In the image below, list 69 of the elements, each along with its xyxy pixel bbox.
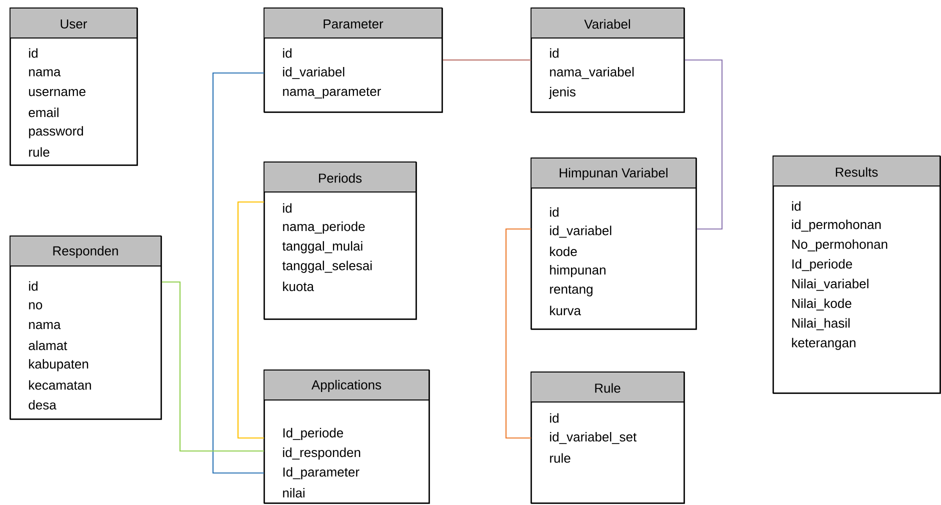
table-title: Parameter [324,19,384,29]
field-name: nilai [283,488,304,498]
connector-line [684,59,723,230]
field-name: username [29,89,86,96]
field-name: id [283,48,292,58]
table-box [10,236,162,420]
field-name: nama_parameter [283,87,381,99]
field-name: Nilai_hasil [792,318,850,330]
table-title: Variabel [584,19,630,29]
table-box [264,370,430,504]
field-name: rule [550,453,570,463]
field-name: id [792,201,800,211]
table-title: User [60,19,87,29]
field-name: id_variabel [550,226,612,238]
field-name: No_permohonan [792,239,888,252]
field-name: rule [29,147,50,157]
connector-line [162,281,264,452]
field-name: id_variabel [283,67,344,79]
field-name: id_permohonan [792,220,881,232]
table-title: Rule [595,383,620,393]
table-box [264,8,443,113]
connector-line [237,201,264,439]
field-name: password [29,126,83,138]
field-name: desa [28,400,56,410]
field-name: kabupaten [29,359,88,372]
connector-line [442,59,531,61]
field-name: Id_periode [283,428,344,440]
table-title: Applications [312,380,382,392]
field-name: keterangan [792,338,856,350]
field-name: Nilai_variabel [792,278,868,291]
connector-line [212,72,264,474]
field-name: himpunan [550,265,606,278]
field-name: id [283,203,292,213]
field-name: rentang [550,285,592,296]
field-name: id_responden [283,448,360,460]
field-name: email [28,108,58,118]
field-name: nama [29,69,61,76]
field-name: kuota [283,282,314,292]
field-name: tanggal_mulai [282,241,362,254]
table-box [530,372,685,504]
table-title: Results [836,167,878,177]
table-title: Responden [53,246,118,258]
table-box [530,158,697,330]
field-name: nama_variabel [550,67,634,79]
field-name: alamat [28,340,68,350]
field-name: id [550,207,558,217]
field-name: nama_periode [283,222,365,234]
field-name: kecamatan [29,380,91,390]
table-box [530,8,685,113]
connector-line [505,228,531,439]
field-name: nama [29,322,61,330]
field-name: Id_periode [792,259,852,272]
field-name: no [29,302,42,310]
field-name: id [29,281,38,291]
table-box [10,8,138,166]
field-name: kurva [550,306,581,316]
field-name: tanggal_selesai [282,260,372,273]
field-name: kode [550,246,577,256]
table-title: Periods [319,173,362,183]
field-name: id [29,48,38,58]
field-name: id [550,48,558,58]
field-name: Nilai_kode [792,298,852,310]
table-title: Himpunan Variabel [560,168,668,180]
field-name: jenis [548,86,576,100]
table-box [264,162,417,320]
table-box [772,156,941,394]
field-name: id [550,413,558,423]
field-name: id_variabel_set [550,432,637,444]
field-name: Id_parameter [283,467,360,480]
